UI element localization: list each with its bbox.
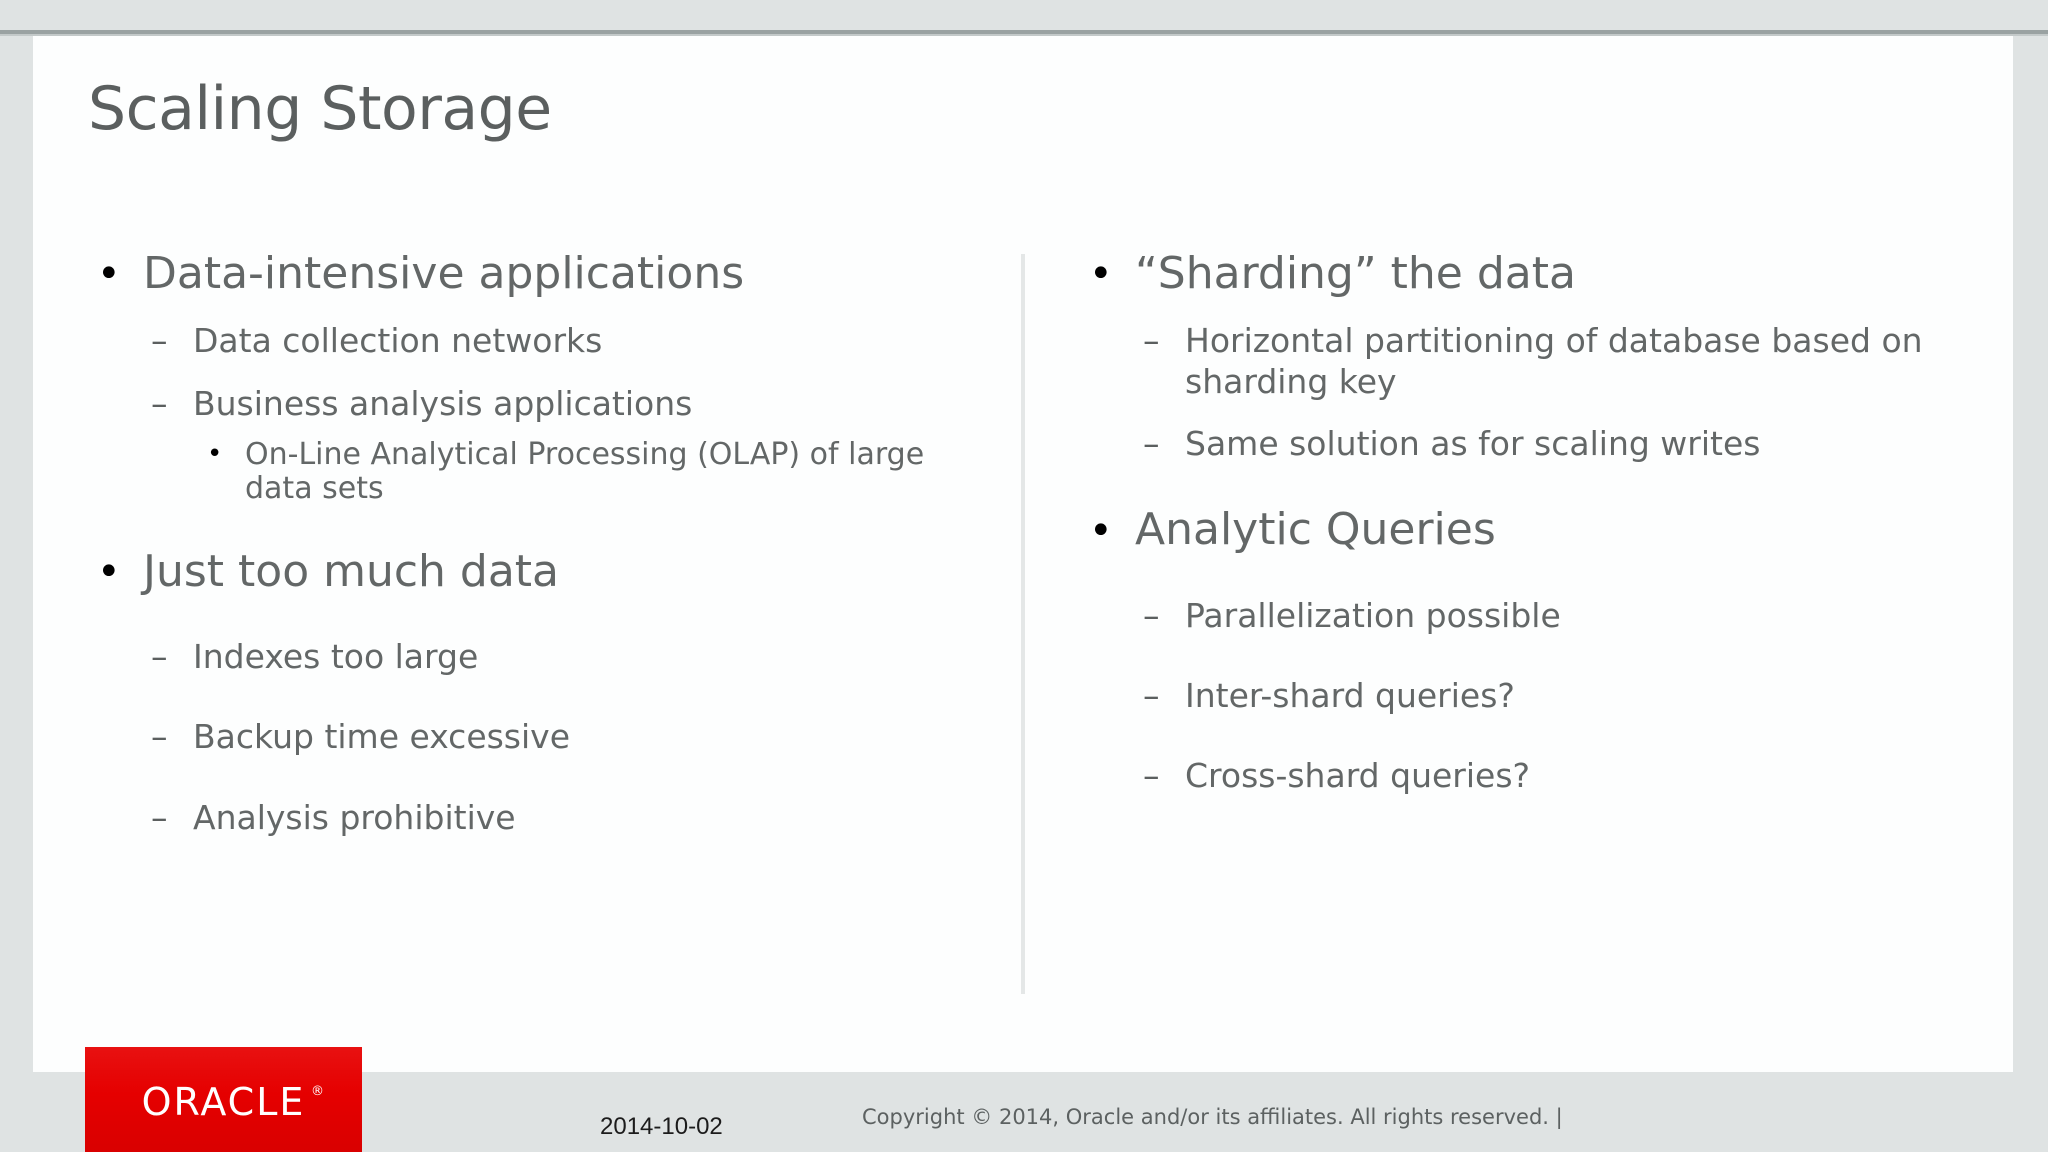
- content-column-right: • “Sharding” the data – Horizontal parti…: [1077, 232, 1977, 796]
- list-item-label: “Sharding” the data: [1135, 248, 1576, 299]
- viewer-top-rule: [0, 30, 2048, 34]
- content-column-left: • Data-intensive applications – Data col…: [85, 232, 990, 838]
- list-item: – Indexes too large: [85, 637, 990, 677]
- list-item-label: Data-intensive applications: [143, 248, 745, 299]
- list-item: – Analysis prohibitive: [85, 798, 990, 838]
- list-item: – Parallelization possible: [1077, 596, 1977, 636]
- en-dash-icon: –: [151, 637, 168, 677]
- en-dash-icon: –: [151, 797, 168, 837]
- en-dash-icon: –: [1143, 423, 1160, 463]
- list-item-label: Cross-shard queries?: [1185, 756, 1531, 796]
- list-item-label: Indexes too large: [193, 637, 479, 677]
- column-divider: [1021, 254, 1025, 994]
- en-dash-icon: –: [1143, 756, 1160, 796]
- footer-date: 2014-10-02: [600, 1113, 723, 1140]
- list-item: – Inter-shard queries?: [1077, 676, 1977, 716]
- list-item: – Cross-shard queries?: [1077, 756, 1977, 796]
- bullet-dot-icon: •: [1089, 251, 1113, 298]
- list-item-label: Analytic Queries: [1135, 504, 1496, 556]
- registered-trademark-icon: ®: [311, 1084, 324, 1099]
- oracle-logo: ORACLE ®: [85, 1047, 362, 1152]
- list-item-label: Same solution as for scaling writes: [1185, 423, 1761, 463]
- list-item: – Horizontal partitioning of database ba…: [1077, 321, 1977, 402]
- en-dash-icon: –: [151, 717, 168, 757]
- oracle-wordmark: ORACLE: [141, 1079, 306, 1124]
- list-item-label: Just too much data: [143, 545, 560, 597]
- bullet-dot-small-icon: •: [207, 438, 223, 469]
- list-item-label: Horizontal partitioning of database base…: [1185, 321, 1923, 401]
- list-item-label: Business analysis applications: [193, 383, 693, 423]
- list-item: • Analytic Queries: [1077, 504, 1977, 555]
- en-dash-icon: –: [1143, 675, 1160, 715]
- bullet-dot-icon: •: [1089, 507, 1113, 554]
- list-item: • “Sharding” the data: [1077, 248, 1977, 299]
- list-item: • Just too much data: [85, 546, 990, 597]
- viewer-top-chrome: [0, 0, 2048, 30]
- list-item: – Same solution as for scaling writes: [1077, 424, 1977, 464]
- list-item: – Data collection networks: [85, 321, 990, 361]
- slide-canvas: Scaling Storage • Data-intensive applica…: [33, 36, 2013, 1072]
- en-dash-icon: –: [151, 383, 168, 423]
- en-dash-icon: –: [151, 321, 168, 361]
- list-item-label: Analysis prohibitive: [193, 797, 516, 837]
- page-title: Scaling Storage: [88, 74, 552, 144]
- list-item-label: Backup time excessive: [193, 717, 571, 757]
- list-item-label: On-Line Analytical Processing (OLAP) of …: [245, 436, 925, 506]
- bullet-dot-icon: •: [97, 251, 121, 298]
- list-item: – Backup time excessive: [85, 717, 990, 757]
- en-dash-icon: –: [1143, 321, 1160, 361]
- list-item-label: Inter-shard queries?: [1185, 675, 1515, 715]
- list-item-label: Parallelization possible: [1185, 595, 1561, 635]
- bullet-list-left: • Data-intensive applications – Data col…: [85, 248, 990, 838]
- bullet-list-right: • “Sharding” the data – Horizontal parti…: [1077, 248, 1977, 796]
- list-item: • On-Line Analytical Processing (OLAP) o…: [85, 438, 990, 506]
- list-item-label: Data collection networks: [193, 321, 603, 361]
- bullet-dot-icon: •: [97, 549, 121, 596]
- viewer-top-rule-soft: [0, 34, 2048, 36]
- footer-copyright: Copyright © 2014, Oracle and/or its affi…: [862, 1105, 1563, 1129]
- list-item: • Data-intensive applications: [85, 248, 990, 299]
- en-dash-icon: –: [1143, 595, 1160, 635]
- list-item: – Business analysis applications: [85, 384, 990, 424]
